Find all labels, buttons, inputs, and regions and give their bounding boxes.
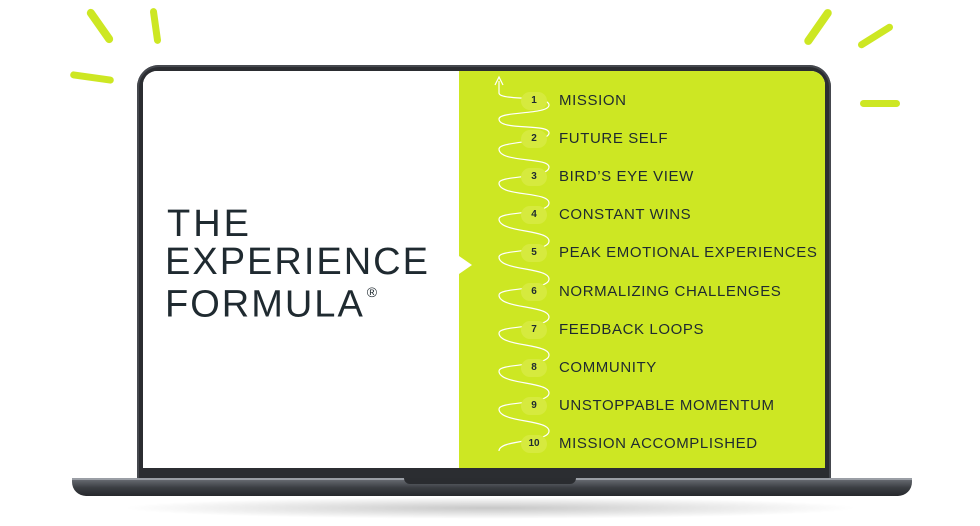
step-label: FEEDBACK LOOPS (559, 321, 705, 338)
laptop-screen: THE EXPERIENCE FORMULA® 1 MISSION 2 FUTURE … (143, 71, 825, 468)
spark-decoration (856, 22, 895, 50)
step-number-badge: 10 (521, 435, 547, 453)
registered-mark: ® (366, 284, 380, 300)
step-label: MISSION (559, 92, 627, 109)
step-number-badge: 1 (521, 92, 547, 110)
spark-decoration (149, 7, 162, 45)
laptop-shadow (120, 497, 860, 519)
step-label: UNSTOPPABLE MOMENTUM (559, 397, 775, 414)
step-number-badge: 5 (521, 244, 547, 262)
step-label: CONSTANT WINS (559, 206, 692, 223)
title-line-experience: EXPERIENCE (165, 241, 430, 283)
title-pane: THE EXPERIENCE FORMULA® (143, 71, 459, 468)
spark-decoration (802, 7, 834, 47)
spark-decoration (69, 70, 115, 85)
spark-decoration (85, 7, 115, 45)
step-number-badge: 9 (521, 397, 547, 415)
step-number-badge: 2 (521, 130, 547, 148)
steps-pane: 1 MISSION 2 FUTURE SELF 3 BIRD’S EYE VIEW 4 CON… (459, 71, 825, 468)
step-number-badge: 4 (521, 206, 547, 224)
laptop-base-notch (404, 478, 576, 484)
step-label: PEAK EMOTIONAL EXPERIENCES (559, 244, 818, 261)
step-label: BIRD’S EYE VIEW (559, 168, 694, 185)
step-number-badge: 3 (521, 168, 547, 186)
title-line-formula: FORMULA® (165, 279, 377, 324)
title-line-the: THE (167, 203, 252, 245)
pointer-notch (459, 256, 472, 274)
step-label: MISSION ACCOMPLISHED (559, 435, 758, 452)
spark-decoration (860, 100, 900, 107)
step-label: COMMUNITY (559, 359, 657, 376)
title-formula-text: FORMULA (165, 283, 365, 326)
laptop-base (72, 478, 912, 496)
step-label: NORMALIZING CHALLENGES (559, 283, 782, 300)
step-number-badge: 7 (521, 321, 547, 339)
step-number-badge: 6 (521, 283, 547, 301)
step-number-badge: 8 (521, 359, 547, 377)
step-label: FUTURE SELF (559, 130, 669, 147)
